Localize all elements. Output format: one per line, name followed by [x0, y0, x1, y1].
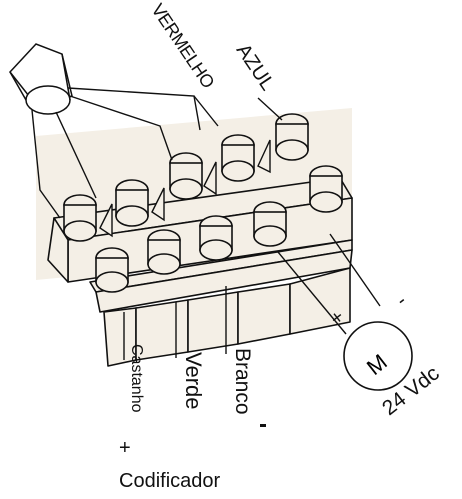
encoder-plus-sign: +: [119, 437, 131, 459]
terminal-screw-1: [63, 194, 97, 242]
wire-lines: [31, 87, 381, 360]
white-wire-marker: [260, 424, 266, 427]
motor-circle: [343, 321, 413, 391]
terminal-screw-10: [253, 201, 287, 247]
terminal-screw-2: [115, 179, 149, 227]
bottom-terminals: [95, 201, 287, 293]
terminal-screw-9: [199, 215, 233, 261]
top-terminals: [63, 113, 343, 242]
wire-label-white: Branco: [231, 348, 254, 415]
wire-label-brown: Castanho: [128, 344, 145, 413]
encoder-label: Codificador: [119, 470, 221, 492]
terminal-screw-3: [169, 152, 203, 200]
terminal-screw-8: [147, 229, 181, 275]
separators: [99, 139, 271, 238]
terminal-screw-5: [275, 113, 309, 161]
terminal-screw-6: [309, 165, 343, 213]
cable: [9, 43, 73, 115]
terminal-screw-7: [95, 247, 129, 293]
terminal-screw-4: [221, 134, 255, 182]
wire-label-green: Verde: [181, 352, 206, 410]
terminal-block: [47, 177, 353, 367]
